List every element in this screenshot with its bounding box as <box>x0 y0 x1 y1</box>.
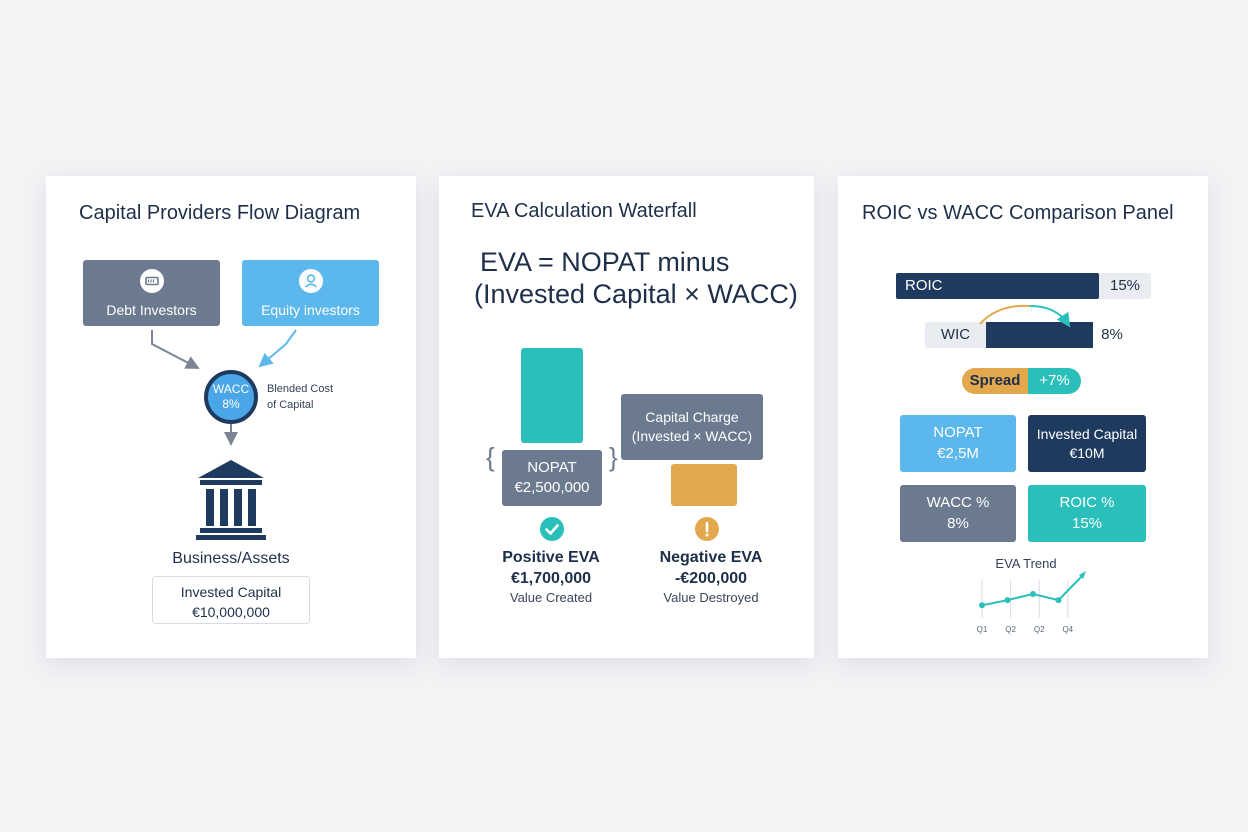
spread-label: Spread <box>962 368 1028 394</box>
equity-investors-label: Equity investors <box>261 301 360 318</box>
negative-eva-block: Negative EVA -€200,000 Value Destroyed <box>629 548 793 606</box>
wic-value: 8% <box>1093 322 1131 348</box>
panel-title: ROIC vs WACC Comparison Panel <box>862 202 1174 224</box>
left-brace: { <box>486 442 495 472</box>
capital-charge-bar <box>671 464 737 506</box>
trend-tick-label: Q1 <box>977 625 988 634</box>
right-brace: } <box>609 442 618 472</box>
wic-bar <box>986 322 1093 348</box>
positive-eva-block: Positive EVA €1,700,000 Value Created <box>469 548 633 606</box>
nopat-label: NOPAT <box>527 458 577 476</box>
trend-point <box>1055 597 1062 604</box>
debt-investors-label: Debt Investors <box>106 301 197 318</box>
arc-amber <box>979 304 1031 325</box>
trend-point <box>1004 597 1011 604</box>
roic-label: ROIC <box>905 277 943 294</box>
wacc-tile: WACC % 8% <box>900 485 1016 542</box>
arc-teal <box>1029 305 1071 328</box>
capital-charge-box: Capital Charge (Invested × WACC) <box>621 394 763 460</box>
bank-building-icon <box>196 460 266 540</box>
wacc-label: WACC <box>212 382 250 396</box>
roic-bar: ROIC <box>896 273 1099 299</box>
comparison-arc <box>979 304 1071 328</box>
check-icon <box>540 517 564 541</box>
debt-investors-box: Debt Investors <box>83 260 220 326</box>
capital-charge-label: Capital Charge <box>645 409 739 426</box>
capital-providers-panel: Capital Providers Flow Diagram Debt Inve… <box>46 176 416 658</box>
invested-capital-box: Invested Capital €10,000,000 <box>152 576 310 624</box>
trend-point <box>1030 591 1036 597</box>
person-icon <box>298 268 323 293</box>
panel-title: EVA Calculation Waterfall <box>471 200 697 222</box>
panel-title: Capital Providers Flow Diagram <box>79 202 361 224</box>
trend-arrowhead <box>1079 571 1086 579</box>
eva-trend-chart: Q1 Q2 Q2 Q4 <box>977 571 1086 634</box>
positive-eva-title: Positive EVA <box>502 549 600 566</box>
capital-charge-formula: (Invested × WACC) <box>631 428 753 444</box>
eva-waterfall-panel: EVA Calculation Waterfall EVA = NOPAT mi… <box>439 176 814 658</box>
negative-eva-value: -€200,000 <box>674 569 748 587</box>
trend-tick-label: Q2 <box>1005 625 1016 634</box>
trend-point <box>979 602 985 609</box>
bank-card-icon <box>139 268 164 293</box>
trend-tick-label: Q4 <box>1062 625 1073 634</box>
nopat-bar <box>521 348 583 443</box>
invested-capital-label: Invested Capital <box>180 584 282 600</box>
nopat-value: €2,500,000 <box>514 479 590 496</box>
wic-label: WIC <box>925 322 986 348</box>
flow-arrows <box>151 329 297 446</box>
eva-trend-line <box>981 573 1085 607</box>
wacc-value: 8% <box>222 397 240 411</box>
wacc-circle: WACC 8% <box>204 370 258 424</box>
invested-capital-value: €10,000,000 <box>192 604 270 621</box>
roic-value: 15% <box>1099 273 1151 299</box>
negative-eva-title: Negative EVA <box>659 549 763 566</box>
negative-eva-caption: Value Destroyed <box>663 589 759 605</box>
nopat-tile: NOPAT €2,5M <box>900 415 1016 472</box>
trend-tick-label: Q2 <box>1034 625 1045 634</box>
roic-tile: ROIC % 15% <box>1028 485 1146 542</box>
blended-cost-label: Blended Cost of Capital <box>267 383 334 411</box>
positive-eva-caption: Value Created <box>509 589 593 605</box>
nopat-box: NOPAT €2,500,000 <box>502 450 602 506</box>
eva-trend-title: EVA Trend <box>995 556 1057 571</box>
roic-wacc-panel: ROIC vs WACC Comparison Panel ROIC 15% W… <box>838 176 1208 658</box>
equity-to-wacc-arrow <box>258 329 297 368</box>
business-assets-label: Business/Assets <box>172 550 290 567</box>
debt-to-wacc-arrow <box>151 330 200 369</box>
positive-eva-value: €1,700,000 <box>510 569 592 587</box>
invested-capital-tile: Invested Capital €10M <box>1028 415 1146 472</box>
eva-formula: EVA = NOPAT minus (Invested Capital × WA… <box>474 247 798 310</box>
warning-icon <box>695 517 719 541</box>
spread-value: +7% <box>1028 368 1081 394</box>
equity-investors-box: Equity investors <box>242 260 379 326</box>
